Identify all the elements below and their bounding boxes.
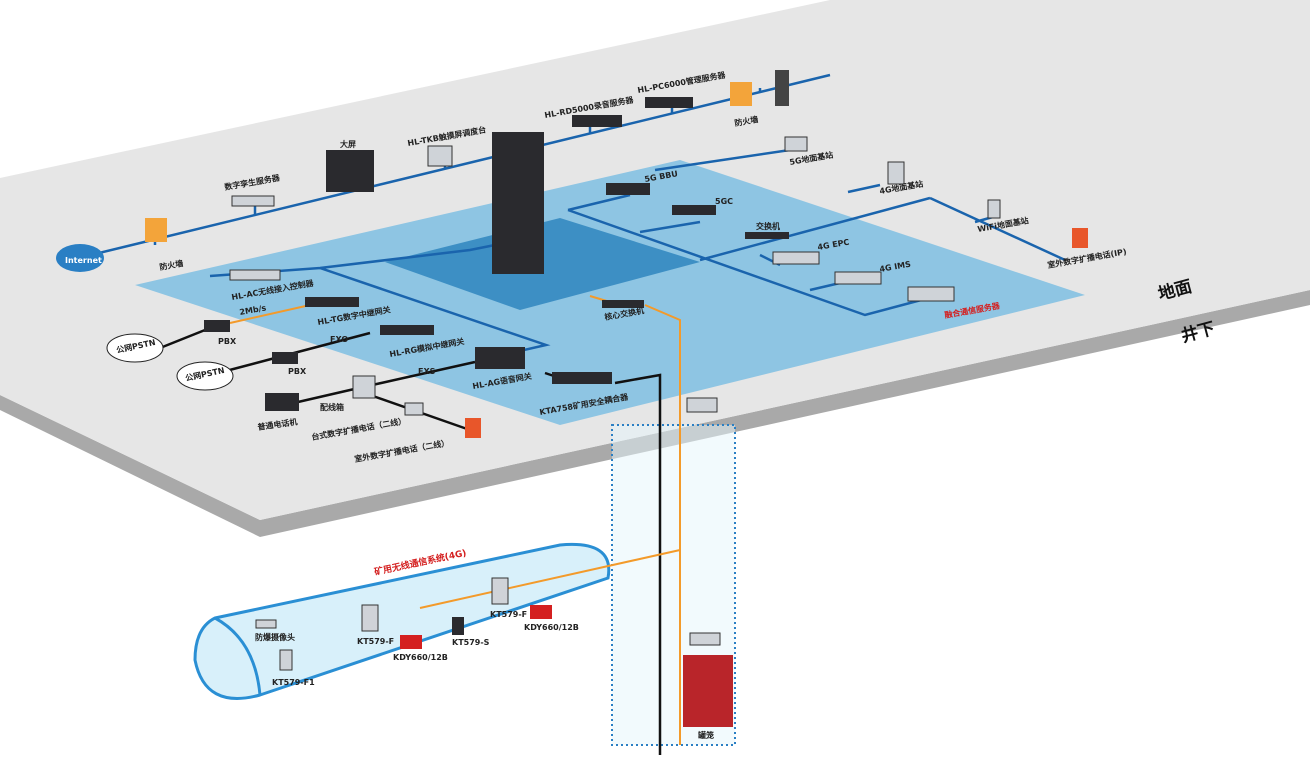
digital-twin-server	[231, 195, 275, 207]
server-rack	[492, 132, 544, 274]
cage-label: 罐笼	[697, 730, 714, 740]
f-a-label: KT579-F	[357, 637, 394, 646]
fxs-label: FXS	[418, 367, 436, 376]
pbx1-label: PBX	[218, 337, 237, 346]
tg-device	[305, 297, 359, 307]
rate-line	[229, 304, 311, 324]
bs-line	[654, 148, 881, 194]
pstn-line-1	[159, 326, 211, 350]
firewall-left-label: 防火墙	[159, 258, 184, 272]
firewall-icon	[730, 82, 752, 106]
pc6000-server	[645, 97, 693, 108]
fxo-label: FXO	[330, 335, 348, 344]
pbx-device-2	[272, 352, 298, 364]
cage	[683, 655, 733, 727]
kdy-a-device	[400, 635, 422, 649]
f-b-label: KT579-F	[490, 610, 527, 619]
mdf-label: 配线箱	[320, 402, 344, 412]
core-network-zone	[135, 160, 1085, 425]
kdy-b-device	[530, 605, 552, 619]
pstn-cloud-1	[106, 333, 164, 363]
kta-device	[552, 372, 612, 384]
bs4g-device	[887, 161, 905, 185]
rd5000-server	[572, 115, 622, 127]
backbone-line	[61, 73, 831, 264]
camera-device	[255, 619, 277, 629]
sgc-label: 5GC	[715, 197, 733, 206]
sgc-device	[672, 205, 716, 215]
epc-server	[772, 251, 820, 265]
outdoor-phone-device	[465, 418, 481, 438]
core-switch-device	[602, 300, 644, 308]
kdy-a-label: KDY660/12B	[393, 653, 448, 662]
kt579-f1-device	[279, 649, 293, 671]
switch-label: 交换机	[756, 221, 780, 231]
firewall-icon	[145, 218, 167, 242]
wifi-device	[987, 199, 1001, 219]
kt579-f-a-device	[361, 604, 379, 632]
building-icon	[775, 70, 789, 106]
cage-ap-device	[689, 632, 721, 646]
tunnel-end	[214, 616, 262, 696]
phone-device	[265, 393, 299, 411]
shaft-ap-device	[686, 397, 718, 413]
pbx-device-1	[204, 320, 230, 332]
mdf-box	[352, 375, 376, 399]
kt579-f-b-device	[491, 577, 509, 605]
internet-cloud	[56, 244, 104, 272]
pstn-cloud-2	[176, 361, 234, 391]
desk-phone-device	[404, 402, 424, 416]
camera-label: 防爆摄像头	[255, 632, 295, 642]
ip-phone-device	[1072, 228, 1088, 248]
kdy-b-label: KDY660/12B	[524, 623, 579, 632]
rg-device	[380, 325, 434, 335]
switch-device	[745, 232, 789, 239]
touch-console	[427, 145, 453, 167]
bs5g-device	[784, 136, 808, 152]
firewall-right-label: 防火墙	[734, 114, 759, 128]
ac-device	[229, 269, 281, 281]
pbx2-label: PBX	[288, 367, 307, 376]
s-label: KT579-S	[452, 638, 490, 647]
f1-label: KT579-F1	[272, 678, 315, 687]
big-screen	[326, 150, 374, 192]
kt579-s-device	[452, 617, 464, 635]
ims-server	[834, 271, 882, 285]
fusion-server	[907, 286, 955, 302]
ag-device	[475, 347, 525, 369]
big-screen-label: 大屏	[340, 139, 356, 149]
bbu5g-device	[606, 183, 650, 195]
internet-label: Internet	[65, 256, 102, 265]
